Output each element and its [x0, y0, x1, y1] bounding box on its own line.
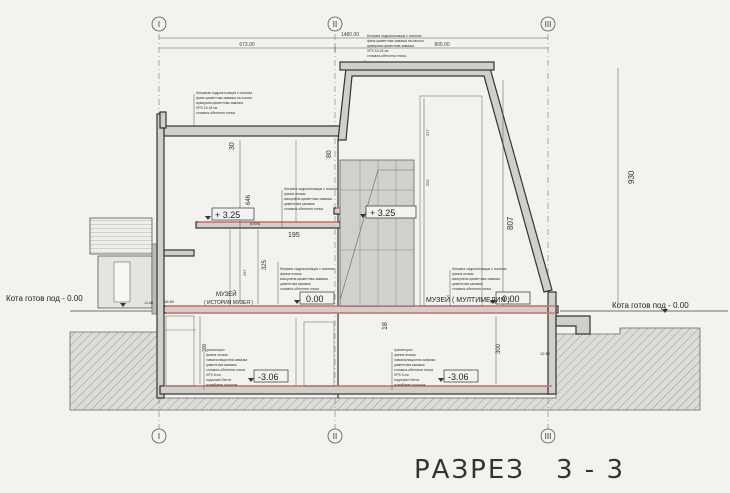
callout-bottom-right: гранитогрес финна пескак хивоизолационна… — [394, 348, 436, 387]
callout-roof-top: битумна хидроизолация с посипка фина цим… — [367, 34, 425, 58]
axis-label-2-bottom: II — [333, 432, 337, 441]
dim-80: 80 — [326, 150, 333, 158]
room-left-museum-1: МУЗЕЙ — [216, 290, 237, 298]
ground-level-left-triangle — [120, 303, 126, 307]
dim-height-stair: 646 — [246, 194, 252, 205]
elev-side-a: -0.40 — [144, 300, 154, 305]
dim-height-low-right: 300 — [496, 343, 502, 354]
elev-mid-right: 0.00 — [502, 294, 520, 304]
elev-side-b: 16.60 — [164, 299, 175, 304]
atrium-glazing — [339, 159, 415, 307]
dim-18: 18 — [382, 322, 389, 330]
sheet-section-id: 3 - 3 — [556, 455, 625, 485]
sheet-title: РАЗРЕЗ — [414, 455, 525, 485]
room-upper-left: КЛУБ — [250, 221, 260, 226]
callout-mid-floor: битумна хидроизолация с посипка финна пе… — [284, 187, 339, 211]
callout-bottom-left: гранитогрес финна пескак хивоизолационна… — [206, 348, 248, 387]
dim-227: 227 — [425, 129, 430, 136]
dim-height-total: 930 — [627, 170, 636, 184]
axis-bubbles — [151, 16, 556, 444]
ground-level-right: Кота готов под - 0.00 — [612, 301, 689, 310]
dim-height-room: 325 — [262, 259, 268, 270]
elev-side-c: 12.50 — [540, 351, 551, 356]
dim-30: 30 — [229, 142, 236, 150]
dim-left: 673.00 — [239, 42, 255, 48]
callout-left-floor: битумна хидроизолация с посипка финна пе… — [280, 267, 335, 291]
top-dimension-chain — [159, 37, 548, 52]
dim-total: 1480.00 — [341, 32, 359, 38]
elevation-triangles — [205, 214, 496, 382]
dim-height-atrium: 807 — [506, 216, 515, 230]
vertical-dimensions — [199, 68, 619, 384]
axis-label-3-bottom: III — [545, 432, 552, 441]
callout-leaders — [193, 60, 451, 390]
axis-label-2-top: II — [333, 20, 337, 29]
axis-label-1-bottom: I — [158, 432, 160, 441]
elev-upper-center: + 3.25 — [370, 208, 395, 218]
elev-upper-left: + 3.25 — [215, 210, 240, 220]
room-right-museum: МУЗЕЙ ( МУЛТИМЕДИЯ ) — [426, 295, 510, 304]
room-left-museum-2: ( ИСТОРИЯ МУЗЕЯ ) — [204, 300, 253, 306]
interior-lines — [164, 95, 483, 387]
axis-label-3-top: III — [545, 20, 552, 29]
adjacent-building — [89, 217, 163, 315]
callout-right-floor: битумна хидроизолация с посипка финна пе… — [452, 267, 507, 291]
dim-height-low-left: 300 — [202, 343, 208, 352]
dim-297: 297 — [242, 269, 247, 276]
dim-right: 805.00 — [434, 42, 450, 48]
dim-195: 195 — [288, 232, 300, 239]
dim-202: 202 — [425, 179, 430, 186]
callout-roof-left: битумная хидроизолация с посипка фина ци… — [196, 91, 253, 115]
elev-lower-right: -3.06 — [448, 372, 469, 382]
elev-lower-left: -3.06 — [258, 372, 279, 382]
ground-level-right-triangle — [662, 309, 668, 313]
axis-label-1-top: I — [158, 20, 160, 29]
elevation-markers — [211, 205, 531, 383]
ground-level-left: Кота готов под - 0.00 — [6, 294, 83, 303]
elev-mid-left: 0.00 — [306, 294, 324, 304]
